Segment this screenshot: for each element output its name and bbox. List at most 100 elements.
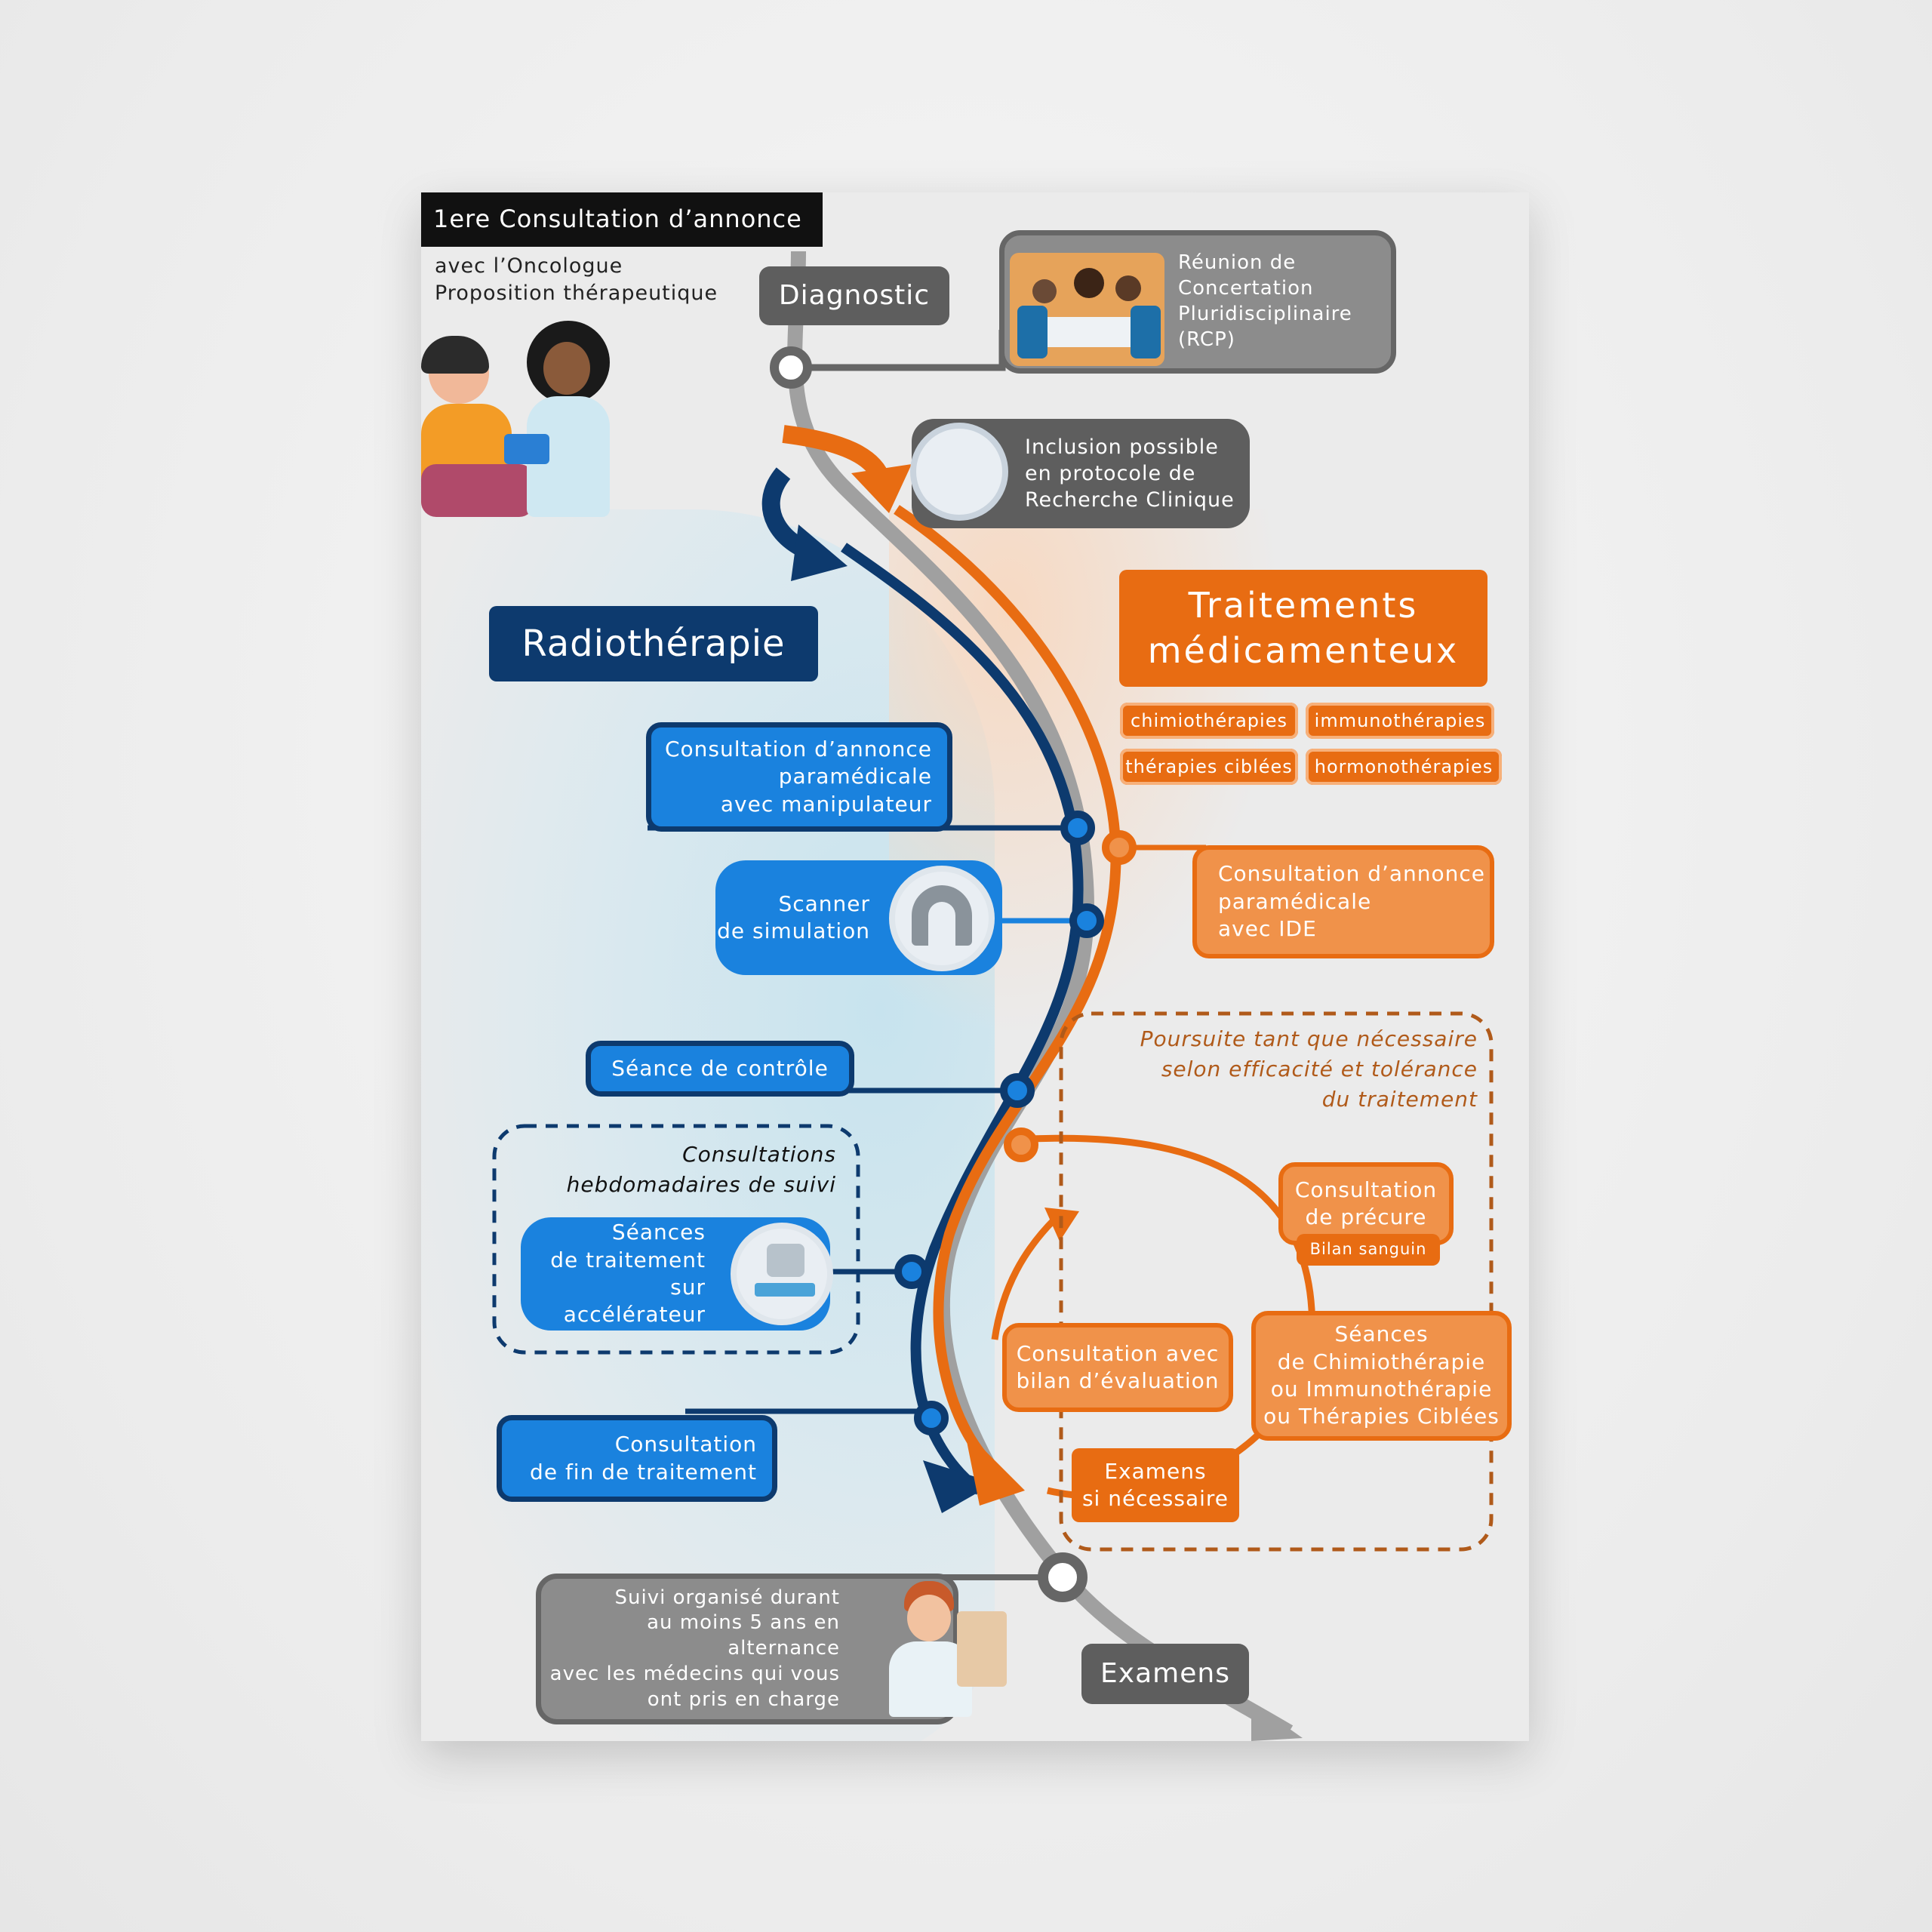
node-scanner [1069,903,1104,938]
radio-seances-line-3: sur accélérateur [563,1275,706,1327]
medic-examens-line-1: Examens [1104,1458,1207,1484]
arrow-navy-bottom [923,1460,995,1513]
scanner-hole [928,902,955,946]
medic-seances-line-3: ou Immunothérapie [1270,1377,1493,1401]
fin-line-2: de fin de traitement [530,1459,757,1484]
radio-consult-para: Consultation d’annonce paramédicale avec… [646,722,952,832]
medic-title: Traitements médicamenteux [1119,570,1487,687]
bilan-sanguin-text: Bilan sanguin [1309,1240,1427,1259]
ide-line-3: avec IDE [1218,916,1317,942]
precure-line-1: Consultation [1294,1177,1438,1202]
poursuite-line-1: Poursuite tant que nécessaire [1140,1026,1478,1051]
medic-seances: Séances de Chimiothérapie ou Immunothéra… [1251,1311,1512,1441]
radio-consult-line-3: avec manipulateur [720,791,932,817]
medic-seances-line-1: Séances [1334,1321,1429,1347]
rcp-line-4: (RCP) [1178,328,1235,351]
rcp-line-1: Réunion de [1178,251,1297,275]
radio-title: Radiothérapie [489,606,818,681]
patient-hair [421,336,489,374]
chair-left [1017,306,1048,358]
poursuite-line-3: du traitement [1321,1087,1478,1112]
poursuite-line-2: selon efficacité et tolérance [1161,1057,1478,1081]
node-fin [914,1401,949,1435]
tag-ciblees: thérapies ciblées [1120,749,1298,785]
scanner-line-1: Scanner [778,891,870,916]
doctor-3 [1032,279,1057,303]
clipboard [957,1611,1007,1687]
doctor-face [543,342,590,395]
ide-line-1: Consultation d’annonce [1218,861,1486,887]
node-controle [1000,1073,1035,1108]
frame-poursuite [1059,1011,1494,1552]
medic-seances-line-2: de Chimiothérapie [1277,1349,1486,1374]
radio-seances-line-1: Séances [611,1220,706,1245]
fin-line-1: Consultation [614,1432,757,1457]
meeting-illustration [1010,253,1164,366]
suivi-line-1: Suivi organisé durant [614,1586,840,1609]
doctor-followup-face [907,1595,951,1641]
tag-immuno: immunothérapies [1306,703,1494,739]
doctor-1 [1074,268,1104,298]
recherche-line-3: Recherche Clinique [1025,488,1235,512]
diagnostic-text: Diagnostic [778,279,931,311]
oncologist-illustration [421,321,610,517]
accelerator-icon [731,1223,833,1325]
arrow-navy-head [791,525,848,581]
accelerator-head [767,1244,804,1277]
hebdo-line-1: Consultations [682,1142,836,1167]
controle-text: Séance de contrôle [611,1055,829,1081]
radio-seances-line-2: de traitement [550,1247,706,1272]
header-title: 1ere Consultation d’annonce [421,192,823,247]
medic-title-line-1: Traitements [1188,584,1419,626]
medic-consult-ide: Consultation d’annonce paramédicale avec… [1192,845,1494,958]
rcp-line-3: Pluridisciplinaire [1178,303,1352,325]
cycle-arrow [991,1216,1058,1340]
evaluation-line-1: Consultation avec [1016,1340,1220,1366]
ide-line-2: paramédicale [1218,888,1372,914]
medic-precure: Consultation de précure [1278,1162,1454,1245]
radio-title-text: Radiothérapie [521,622,786,665]
node-ide [1102,830,1137,865]
header-subtitle-2: Proposition thérapeutique [435,281,718,305]
poster: 1ere Consultation d’annonce avec l’Oncol… [421,192,1529,1741]
suivi-box: Suivi organisé durant au moins 5 ans en … [536,1574,958,1724]
medic-examens-line-2: si nécessaire [1081,1486,1229,1511]
medic-title-line-2: médicamenteux [1147,629,1460,671]
precure-line-2: de précure [1305,1204,1427,1229]
examens-text: Examens [1100,1657,1230,1689]
radio-consult-line-2: paramédicale [778,764,932,789]
accelerator-table [755,1283,815,1297]
frame-hebdo [492,1124,860,1355]
node-cycle [1004,1128,1038,1162]
arrow-orange-head [851,464,912,513]
radio-controle: Séance de contrôle [586,1041,854,1097]
flow-diagram [492,251,1494,1741]
examens-label: Examens [1081,1644,1249,1704]
node-consult-para [1060,811,1095,845]
scanner-line-2: de simulation [717,918,870,943]
node-seances [894,1254,929,1289]
radio-fin: Consultation de fin de traitement [497,1415,777,1502]
tag-chimio: chimiothérapies [1120,703,1298,739]
tag-hormono: hormonothérapies [1306,749,1502,785]
arrow-orange-bottom [964,1430,1025,1506]
suivi-line-2: au moins 5 ans en alternance [647,1611,840,1660]
evaluation-line-2: bilan d’évaluation [1016,1368,1220,1393]
node-diagnostic [770,346,812,389]
bilan-sanguin-badge: Bilan sanguin [1297,1234,1440,1266]
tablet [504,434,549,464]
medic-examens: Examens si nécessaire [1072,1448,1239,1522]
recherche-line-2: en protocole de [1025,461,1196,485]
suivi-line-4: ont pris en charge [647,1687,840,1711]
medic-seances-line-4: ou Thérapies Ciblées [1263,1404,1500,1429]
node-suivi [1038,1552,1088,1602]
doctor-followup-illustration [889,1581,1010,1717]
suivi-line-3: avec les médecins qui vous [549,1662,840,1685]
header-subtitle-1: avec l’Oncologue [435,254,623,278]
recherche-line-1: Inclusion possible [1025,435,1219,459]
main-path-orange [894,505,1121,1472]
medic-evaluation: Consultation avec bilan d’évaluation [1002,1323,1233,1412]
chair-right [1131,306,1161,358]
radio-consult-line-1: Consultation d’annonce [664,736,932,761]
scanner-icon [889,866,995,971]
